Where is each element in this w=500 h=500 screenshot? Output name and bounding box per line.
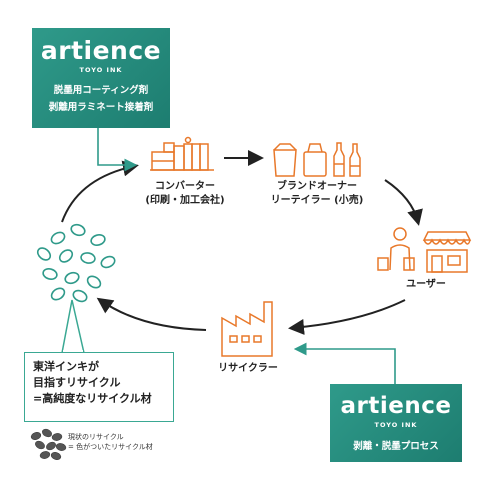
converter-label: コンバーター (印刷・加工会社) xyxy=(140,180,230,208)
user-label: ユーザー xyxy=(406,279,446,290)
deinking-coating-label: 脱墨用コーティング剤 xyxy=(53,85,149,96)
arrow-pellets-to-converter xyxy=(61,160,139,223)
artience-box-materials: artience TOYO INK 脱墨用コーティング剤 剥離用ラミネート接着剤 xyxy=(32,28,170,128)
legend-current-recycling: 現状のリサイクル = 色がついたリサイクル材 xyxy=(68,432,153,452)
laminate-adhesive-label: 剥離用ラミネート接着剤 xyxy=(48,102,154,113)
converter-title: コンバーター xyxy=(155,181,215,192)
goal-line-2: 目指すリサイクル xyxy=(33,376,121,389)
converter-subtitle: (印刷・加工会社) xyxy=(145,195,225,206)
goal-line-1: 東洋インキが xyxy=(33,360,99,373)
brand-owner-title: ブランドオーナー xyxy=(277,181,357,192)
arrow-brand-to-user xyxy=(384,179,423,226)
products-icon xyxy=(273,142,361,177)
arrow-user-to-recycler xyxy=(288,299,406,335)
legend-line-1: 現状のリサイクル xyxy=(68,433,124,441)
recycler-factory-icon xyxy=(221,301,273,357)
artience-logo: artience xyxy=(340,393,452,419)
toyo-ink-subtitle: TOYO INK xyxy=(374,421,418,429)
connector-bottom-box-to-recycler xyxy=(293,342,396,384)
retailer-subtitle: リーテイラー (小売) xyxy=(270,195,364,206)
legend-line-2: = 色がついたリサイクル材 xyxy=(68,443,153,451)
converter-machine-icon xyxy=(150,136,214,171)
arrow-recycler-to-pellets xyxy=(96,297,207,331)
brand-owner-label: ブランドオーナー リーテイラー (小売) xyxy=(262,180,372,208)
recycler-label: リサイクラー xyxy=(218,363,278,374)
separation-process-label: 剥離・脱墨プロセス xyxy=(353,441,439,452)
artience-box-process: artience TOYO INK 剥離・脱墨プロセス xyxy=(330,384,462,462)
toyo-goal-box: 東洋インキが 目指すリサイクル =高純度なリサイクル材 xyxy=(24,352,174,422)
store-icon xyxy=(422,231,472,273)
connector-top-box-to-converter xyxy=(97,128,138,172)
toyo-ink-subtitle: TOYO INK xyxy=(79,66,123,74)
goal-box-pointer xyxy=(61,299,85,354)
recycled-pellets-icon xyxy=(36,223,116,303)
legend-gray-pellets-icon xyxy=(30,428,67,460)
user-shopper-icon xyxy=(377,227,415,271)
artience-logo: artience xyxy=(40,36,162,65)
goal-line-3: =高純度なリサイクル材 xyxy=(33,392,152,405)
